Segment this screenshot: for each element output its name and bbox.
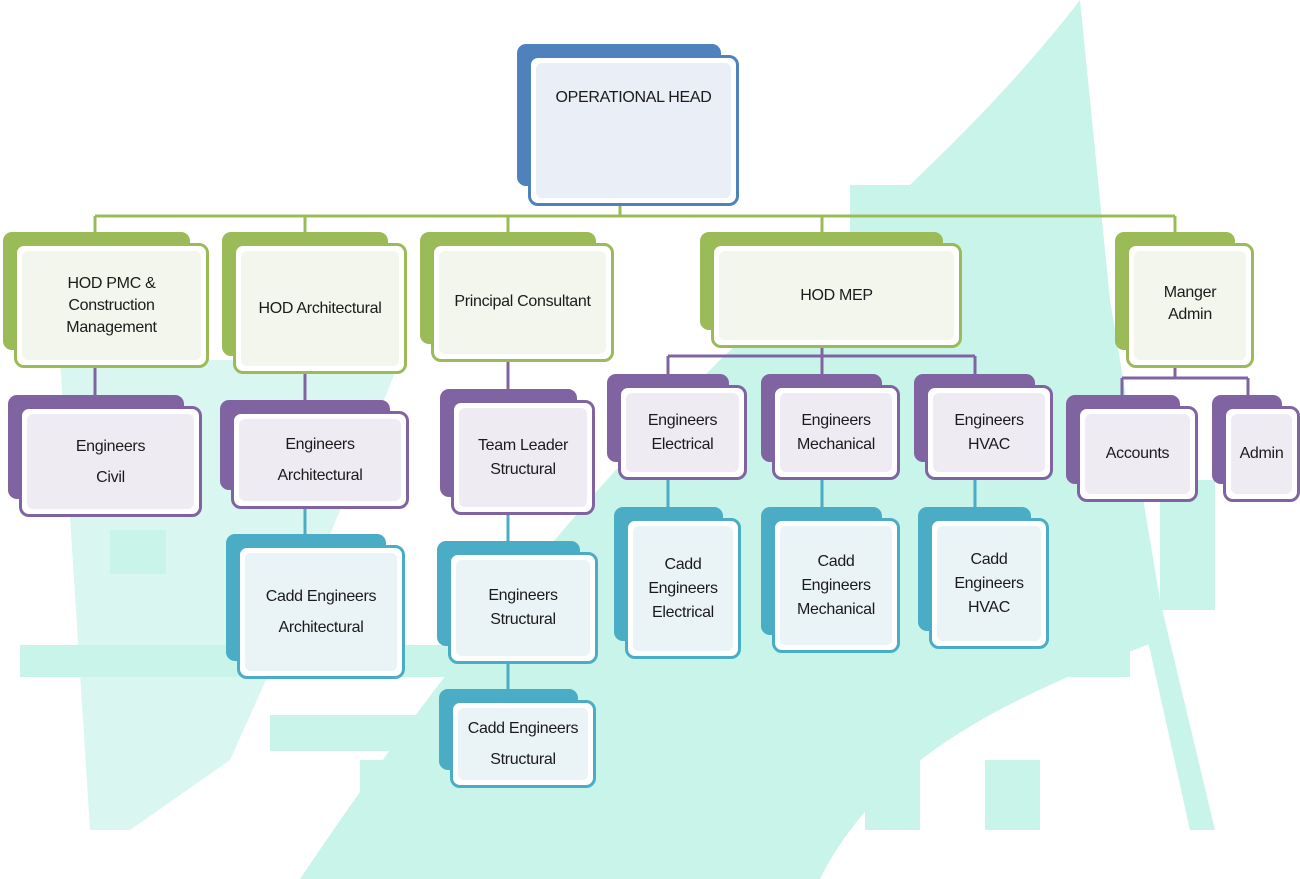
node-label: Engineers Structural bbox=[488, 587, 558, 628]
node-accounts: Accounts bbox=[1066, 395, 1198, 502]
node-engineers-mechanical: Engineers Mechanical bbox=[761, 374, 900, 480]
node-label: Principal Consultant bbox=[454, 293, 591, 310]
level-1-connectors bbox=[93, 204, 1177, 232]
node-label: Cadd Engineers HVAC bbox=[954, 550, 1024, 616]
node-label: Engineers Civil bbox=[75, 437, 146, 486]
background-block-4 bbox=[745, 760, 800, 830]
level-3-connectors bbox=[303, 478, 977, 689]
node-label: OPERATIONAL HEAD bbox=[555, 89, 712, 106]
node-admin: Admin bbox=[1212, 395, 1300, 502]
node-cadd-structural: Cadd Engineers Structural bbox=[439, 689, 596, 788]
node-cadd-hvac: Cadd Engineers HVAC bbox=[918, 507, 1049, 649]
node-label: Cadd Engineers Mechanical bbox=[797, 552, 875, 618]
level-2-connectors bbox=[93, 346, 1250, 400]
node-cadd-electrical: Cadd Engineers Electrical bbox=[614, 507, 741, 659]
node-manger-admin: Manger Admin bbox=[1115, 232, 1254, 368]
node-engineers-electrical: Engineers Electrical bbox=[607, 374, 747, 480]
node-label: HOD MEP bbox=[800, 287, 873, 304]
background-block-3 bbox=[625, 760, 680, 830]
node-label: Engineers Mechanical bbox=[797, 411, 875, 453]
background-block-7 bbox=[360, 760, 415, 830]
node-label: Cadd Engineers Architectural bbox=[265, 588, 377, 636]
node-engineers-hvac: Engineers HVAC bbox=[914, 374, 1053, 480]
node-label: Accounts bbox=[1105, 445, 1170, 462]
background-block-6 bbox=[985, 760, 1040, 830]
node-principal-consultant: Principal Consultant bbox=[420, 232, 614, 362]
node-engineers-structural: Engineers Structural bbox=[437, 541, 598, 664]
background-block-5 bbox=[865, 760, 920, 830]
node-label: Engineers Electrical bbox=[647, 411, 718, 453]
node-hod-architectural: HOD Architectural bbox=[222, 232, 407, 374]
node-label: Engineers Architectural bbox=[277, 436, 363, 484]
node-team-leader-structural: Team Leader Structural bbox=[440, 389, 595, 515]
node-label: Cadd Engineers Structural bbox=[467, 720, 579, 768]
node-label: Manger Admin bbox=[1163, 284, 1217, 323]
node-label: Team Leader Structural bbox=[477, 436, 569, 478]
node-hod-mep: HOD MEP bbox=[700, 232, 962, 348]
node-engineers-civil: Engineers Civil bbox=[8, 395, 202, 517]
node-hod-pmc: HOD PMC & Construction Management bbox=[3, 232, 209, 368]
node-label: Admin bbox=[1239, 445, 1284, 462]
node-engineers-architectural: Engineers Architectural bbox=[220, 400, 409, 509]
node-cadd-architectural: Cadd Engineers Architectural bbox=[226, 534, 405, 679]
node-label: HOD Architectural bbox=[258, 299, 382, 317]
node-label: HOD PMC & Construction Management bbox=[66, 274, 157, 336]
node-operational-head: OPERATIONAL HEAD bbox=[517, 44, 739, 206]
node-label: Cadd Engineers Electrical bbox=[648, 555, 718, 621]
node-label: Engineers HVAC bbox=[954, 411, 1024, 453]
node-cadd-mechanical: Cadd Engineers Mechanical bbox=[761, 507, 900, 653]
background-block-2 bbox=[110, 530, 166, 574]
